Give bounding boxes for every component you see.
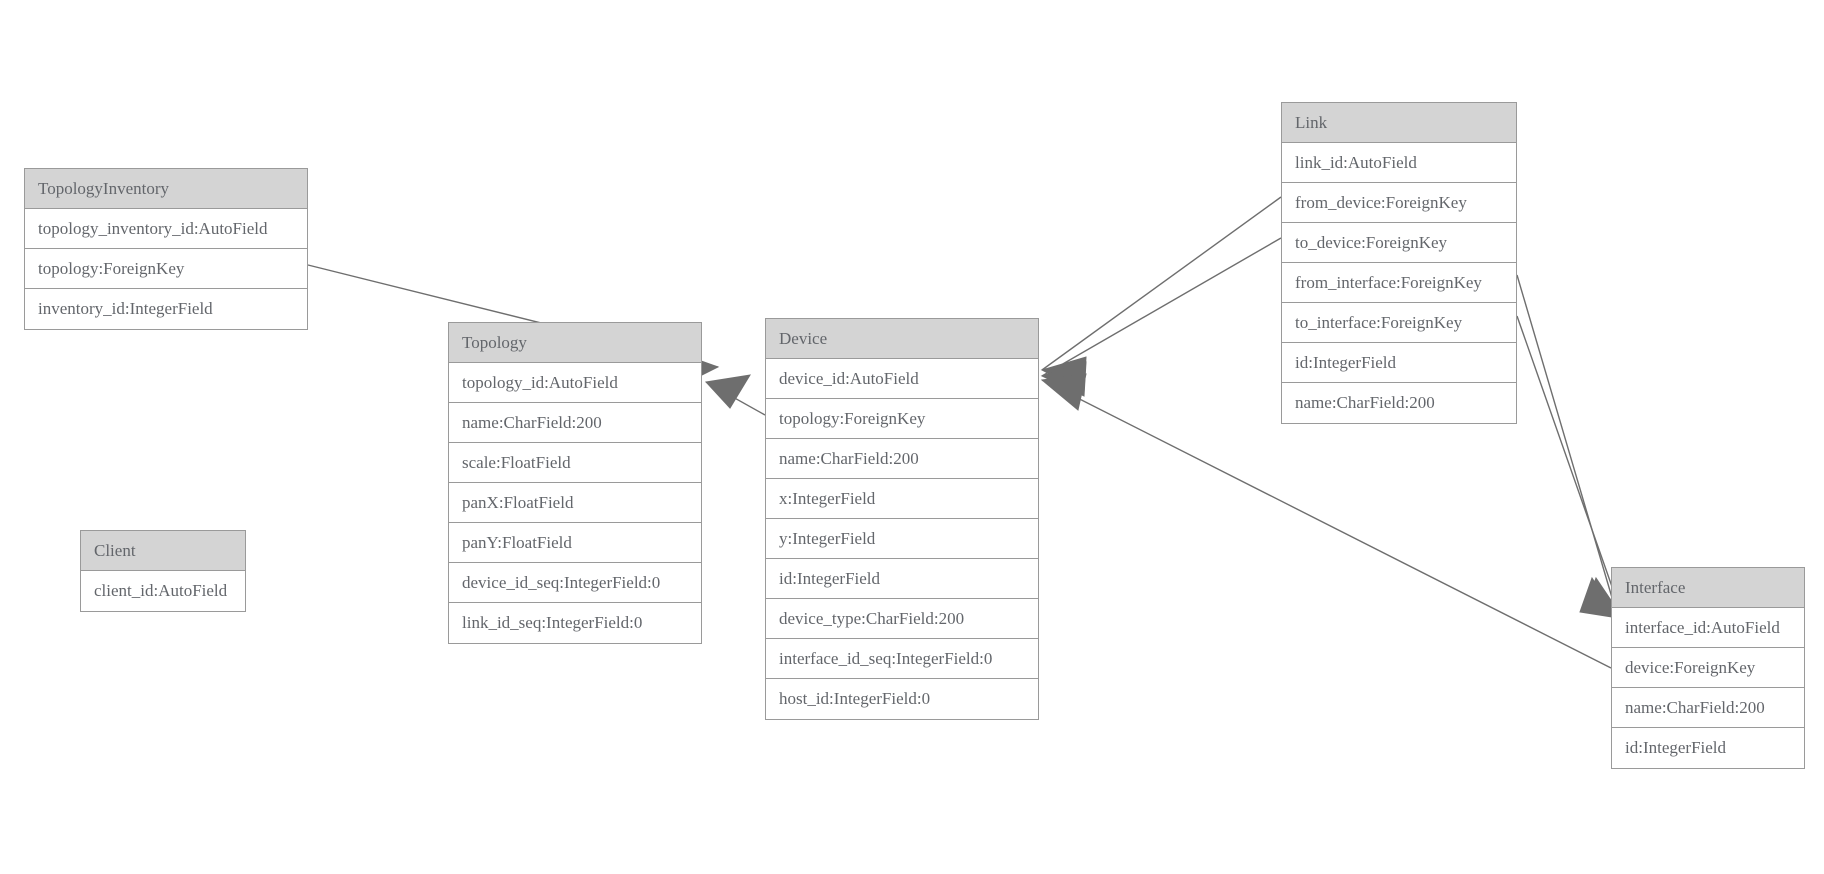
entity-field-row[interactable]: interface_id:AutoField [1612,608,1804,648]
entity-field-row[interactable]: host_id:IntegerField:0 [779,689,931,708]
relationship-link-to_device [1040,237,1282,397]
relationship-link-to_interface [1516,315,1625,619]
entity-field-row[interactable]: topology:ForeignKey [766,399,1038,439]
entity-field-row[interactable]: to_interface:ForeignKey [1282,303,1516,343]
entity-field-row[interactable]: topology_id:AutoField [449,363,701,403]
relationship-link-from_interface [1516,274,1620,619]
entity-field-row[interactable]: device_id_seq:IntegerField:0 [449,563,701,603]
relationship-line [1041,237,1282,377]
relationship-link-from_device [1040,196,1282,393]
arrowhead-icon [1040,373,1087,411]
arrowhead-icon [1040,361,1087,397]
entity-field-row[interactable]: name:CharField:200 [449,403,701,443]
relationship-line [1041,196,1282,371]
entity-title-link: Link [1282,103,1516,143]
entity-fields-client: client_id:AutoField [81,571,245,611]
entity-field-row[interactable]: panY:FloatField [449,523,701,563]
relationship-line [705,381,766,416]
entity-field-row[interactable]: to_device:ForeignKey [1282,223,1516,263]
entity-field-row[interactable]: inventory_id:IntegerField [38,299,213,318]
entity-field-row[interactable]: name:CharField:200 [1295,393,1435,412]
entity-title-client: Client [81,531,245,571]
entity-field-row[interactable]: link_id:AutoField [1282,143,1516,183]
entity-field-row[interactable]: device:ForeignKey [1612,648,1804,688]
entity-field-row[interactable]: scale:FloatField [449,443,701,483]
entity-title-topology_inventory: TopologyInventory [25,169,307,209]
entity-field-row[interactable]: name:CharField:200 [766,439,1038,479]
entity-field-row[interactable]: name:CharField:200 [1612,688,1804,728]
arrowhead-icon [704,374,751,409]
entity-field-row[interactable]: device_type:CharField:200 [766,599,1038,639]
entity-box-client[interactable]: Client client_id:AutoField [80,530,246,612]
relationship-device-topology [704,374,766,416]
entity-field-row[interactable]: from_interface:ForeignKey [1282,263,1516,303]
entity-field-row[interactable]: device_id:AutoField [766,359,1038,399]
relationship-line [1516,315,1624,619]
entity-field-row[interactable]: topology:ForeignKey [25,249,307,289]
entity-field-row[interactable]: x:IntegerField [766,479,1038,519]
entity-title-device: Device [766,319,1038,359]
relationship-line [1516,274,1619,619]
entity-title-interface: Interface [1612,568,1804,608]
entity-field-row[interactable]: y:IntegerField [766,519,1038,559]
entity-field-row[interactable]: from_device:ForeignKey [1282,183,1516,223]
arrowhead-icon [1040,356,1087,393]
entity-field-row[interactable]: link_id_seq:IntegerField:0 [462,613,643,632]
entity-field-row[interactable]: id:IntegerField [1625,738,1727,757]
entity-field-row[interactable]: id:IntegerField [766,559,1038,599]
entity-field-row[interactable]: topology_inventory_id:AutoField [25,209,307,249]
entity-field-row[interactable]: client_id:AutoField [94,581,228,600]
entity-field-row[interactable]: panX:FloatField [449,483,701,523]
entity-title-topology: Topology [449,323,701,363]
entity-field-row[interactable]: id:IntegerField [1282,343,1516,383]
entity-field-row[interactable]: interface_id_seq:IntegerField:0 [766,639,1038,679]
